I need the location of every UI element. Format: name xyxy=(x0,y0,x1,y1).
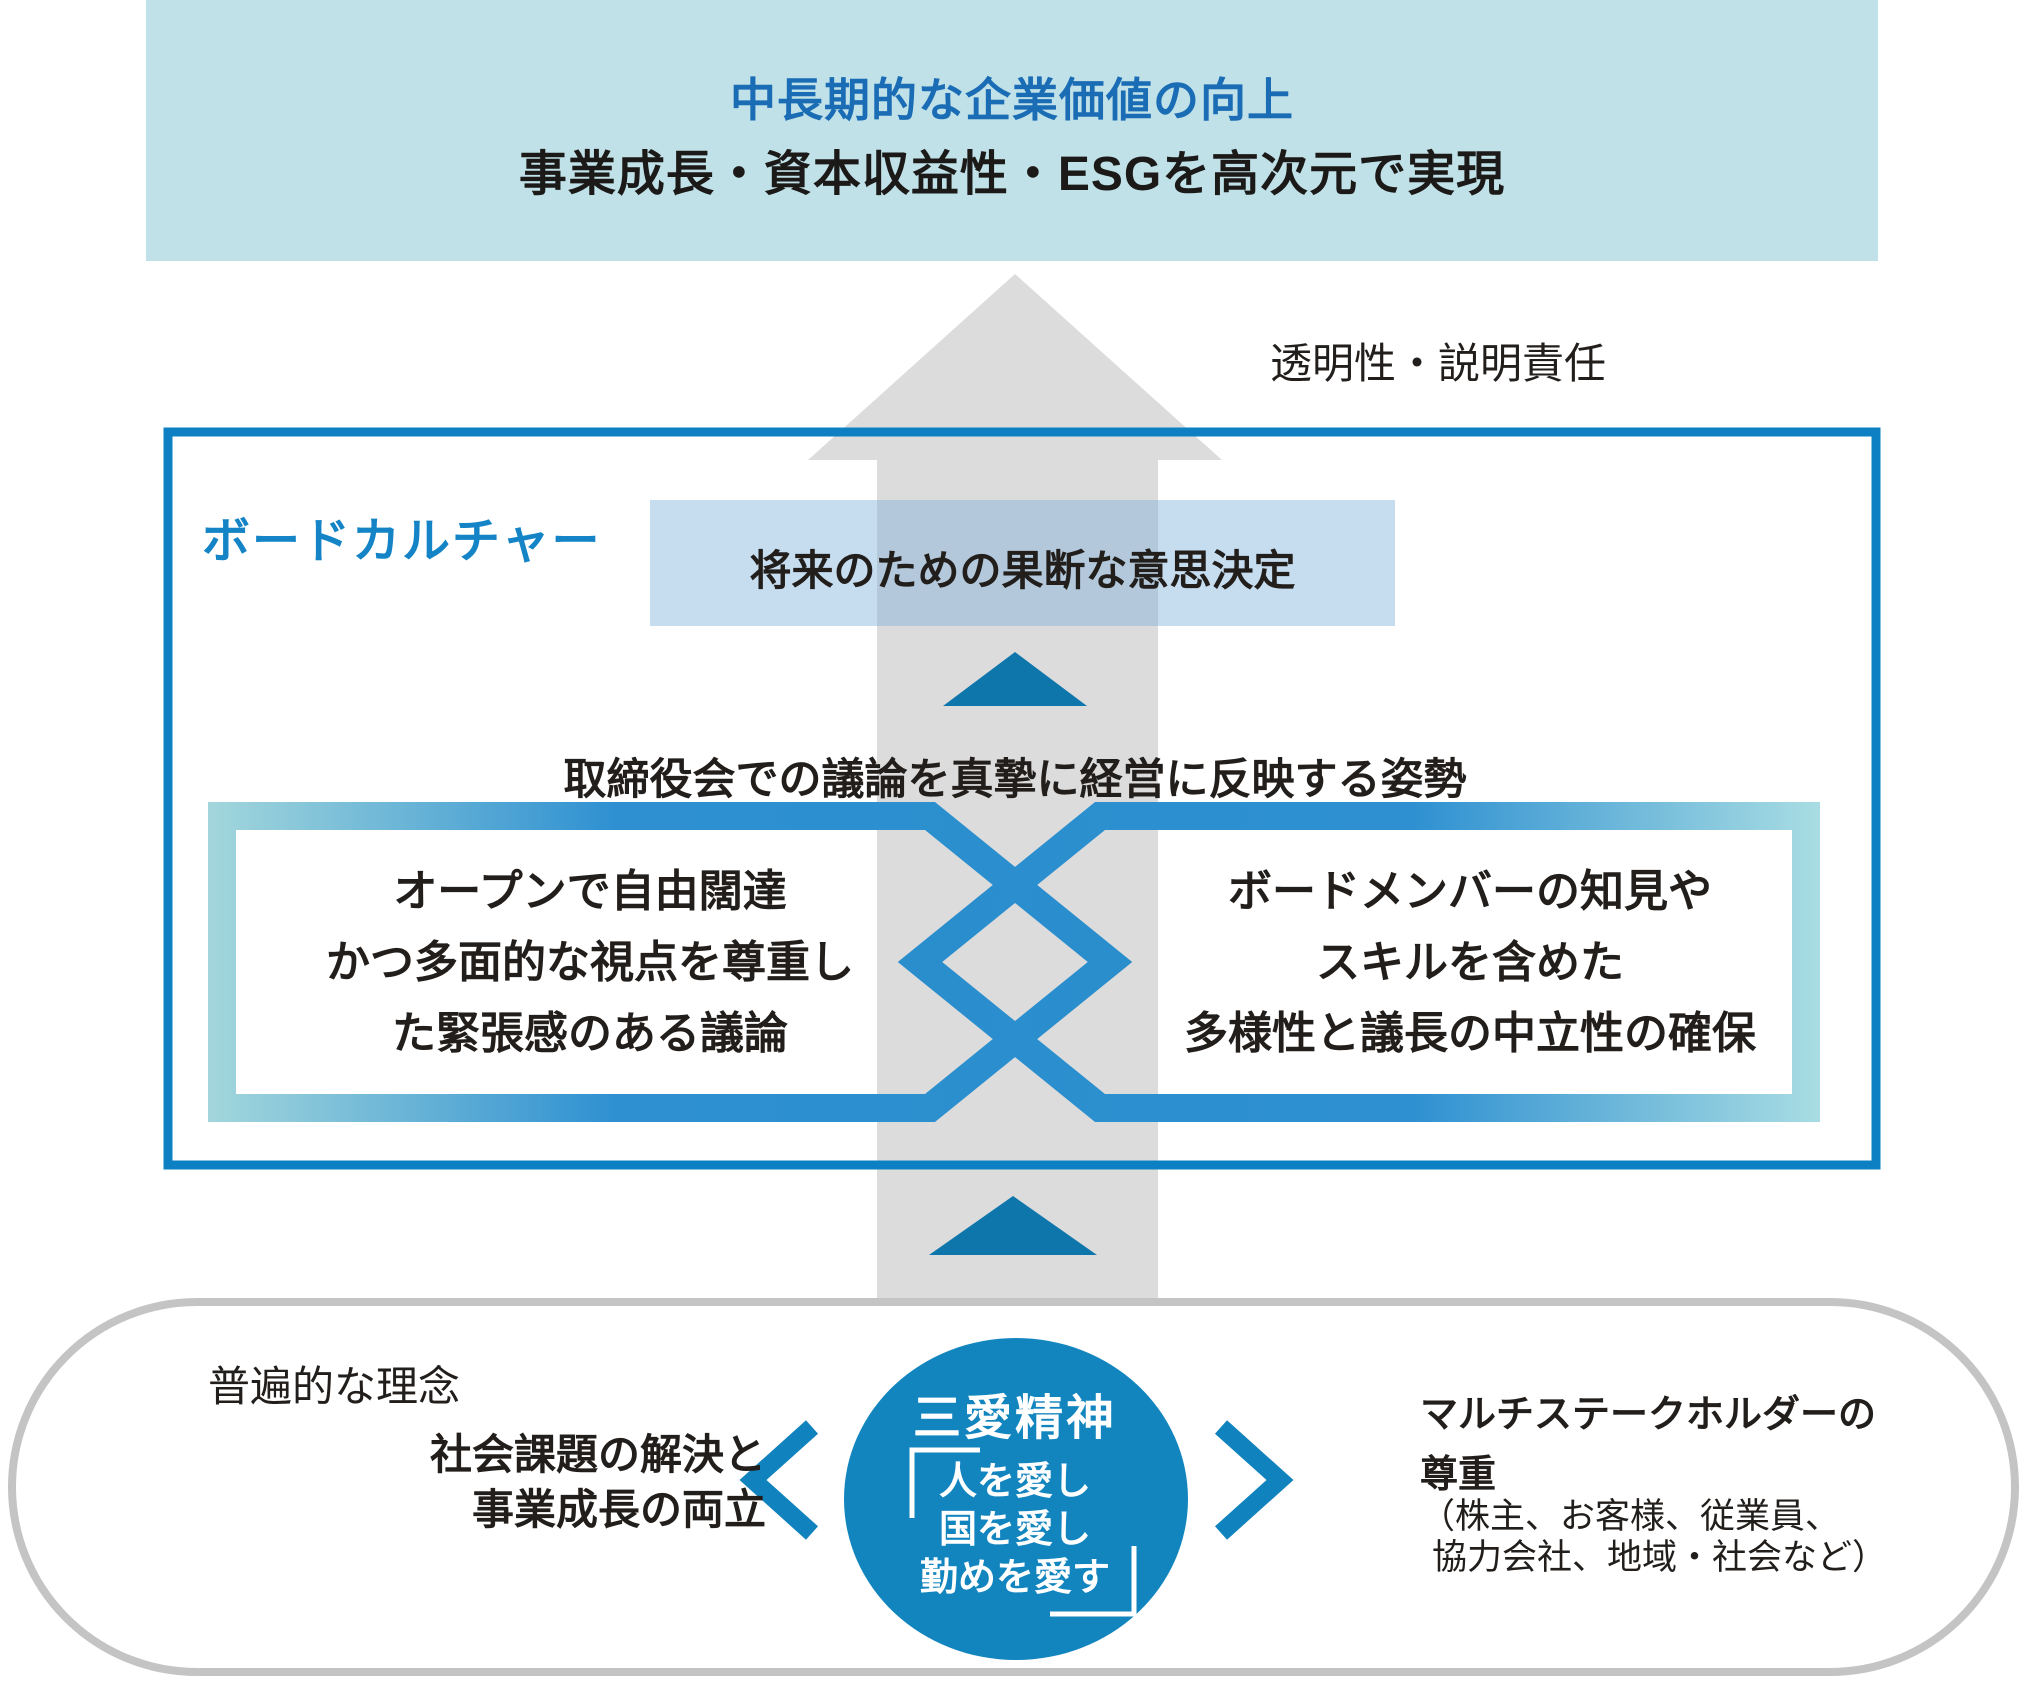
transparency-label: 透明性・説明責任 xyxy=(1270,340,1607,387)
social-issues-line: 事業成長の両立 xyxy=(471,1486,766,1533)
decision-box-arrow-overlap xyxy=(877,500,1158,626)
left-chevron-icon xyxy=(739,1420,819,1540)
multistakeholder-title-line2: 尊重 xyxy=(1420,1454,1497,1496)
multistakeholder-note-line1: （株主、お客様、従業員、 xyxy=(1420,1497,1841,1536)
left-box-line: かつ多面的な視点を尊重し xyxy=(326,938,854,987)
decision-box-text: 将来のための果断な意思決定 xyxy=(749,547,1296,594)
spirit-circle-title: 三愛精神 xyxy=(912,1392,1117,1445)
board-statement-text: 取締役会での議論を真摯に経営に反映する姿勢 xyxy=(563,756,1467,804)
board-culture-label: ボードカルチャー xyxy=(202,515,602,568)
right-chevron-icon xyxy=(1214,1420,1294,1540)
social-issues-line: 社会課題の解決と xyxy=(429,1431,766,1478)
up-triangle-icon xyxy=(929,1196,1097,1255)
board-culture-frame xyxy=(163,427,1881,1170)
up-triangle-icon xyxy=(943,652,1087,706)
open-bracket-icon xyxy=(909,1447,980,1518)
universal-principle-label: 普遍的な理念 xyxy=(208,1363,461,1410)
left-box-line: オープンで自由闊達 xyxy=(393,867,787,916)
social-issues-text: 社会課題の解決と 事業成長の両立 xyxy=(300,1427,766,1537)
left-ribbon-interior xyxy=(236,830,877,1094)
right-box-line: ボードメンバーの知見や xyxy=(1228,867,1712,916)
spirit-circle xyxy=(844,1338,1188,1660)
motto-line: 人を愛し xyxy=(938,1461,1091,1503)
right-diversity-box-text: ボードメンバーの知見や スキルを含めた 多様性と議長の中立性の確保 xyxy=(1120,856,1820,1069)
right-ribbon-interior xyxy=(1158,830,1792,1094)
left-discussion-box-text: オープンで自由闊達 かつ多面的な視点を尊重し た緊張感のある議論 xyxy=(240,856,940,1069)
banner-title: 中長期的な企業価値の向上 xyxy=(730,74,1294,126)
multistakeholder-title-line1: マルチステークホルダーの xyxy=(1420,1394,1877,1436)
multistakeholder-note-line2: 協力会社、地域・社会など） xyxy=(1432,1538,1888,1577)
close-bracket-icon xyxy=(1050,1546,1137,1617)
motto-line: 国を愛し xyxy=(938,1509,1091,1551)
right-box-line: スキルを含めた xyxy=(1316,938,1624,987)
value-banner xyxy=(146,0,1878,261)
right-ribbon-frame xyxy=(897,802,1820,1122)
spirit-circle-motto: 人を愛し 国を愛し 勤めを愛す xyxy=(815,1458,1215,1602)
banner-subtitle: 事業成長・資本収益性・ESGを高次元で実現 xyxy=(518,148,1506,201)
right-box-line: 多様性と議長の中立性の確保 xyxy=(1184,1009,1756,1058)
left-box-line: た緊張感のある議論 xyxy=(392,1009,788,1058)
motto-line: 勤めを愛す xyxy=(919,1557,1110,1599)
